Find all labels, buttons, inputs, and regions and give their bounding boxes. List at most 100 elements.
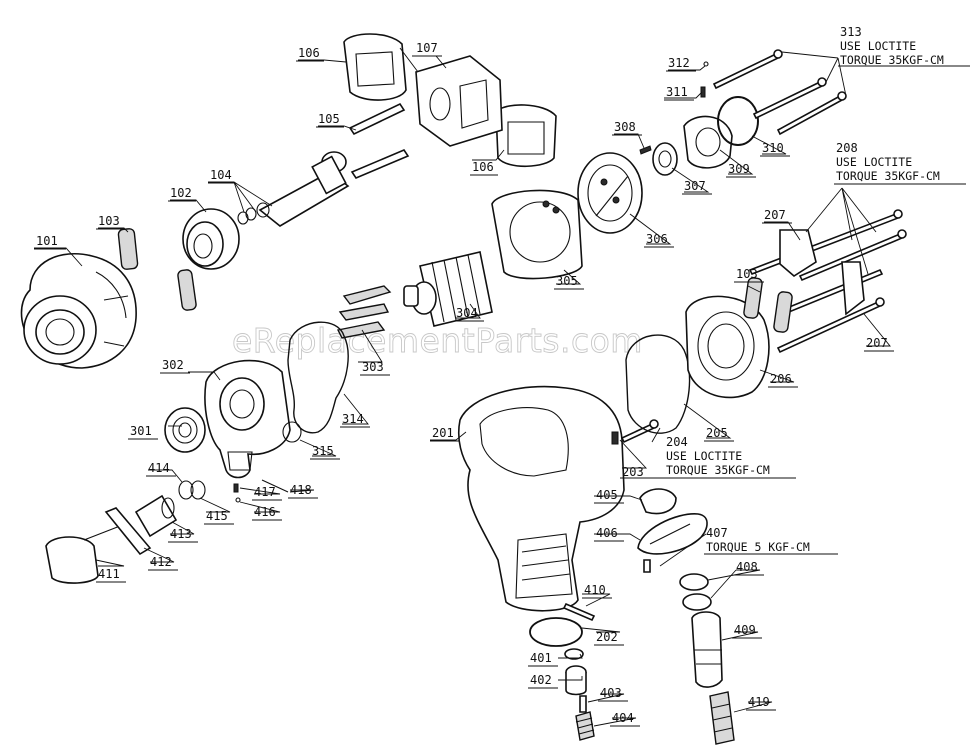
part-310-oring <box>717 96 759 146</box>
part-306-rear-plate <box>577 152 643 234</box>
label-414: 414 <box>148 461 170 475</box>
part-311-pin <box>700 86 706 98</box>
label-105: 105 <box>318 112 340 126</box>
part-301-bearing <box>164 407 206 453</box>
part-307-bearing <box>652 142 678 176</box>
label-304: 304 <box>456 306 478 320</box>
label-101: 101 <box>36 234 58 248</box>
part-402-sleeve <box>565 665 587 696</box>
part-309-end-plate <box>683 115 733 169</box>
part-304-rotor <box>403 251 493 327</box>
part-308-pin <box>639 145 652 155</box>
label-206: 206 <box>770 372 792 386</box>
part-413-valve <box>134 494 178 538</box>
label-410: 410 <box>584 583 606 597</box>
label-302: 302 <box>162 358 184 372</box>
part-416-ball <box>235 497 241 503</box>
part-206-rear-cover <box>685 295 770 399</box>
part-408-orings <box>679 573 712 611</box>
label-201: 201 <box>432 426 454 440</box>
part-312-ball <box>703 61 709 67</box>
label-102: 102 <box>170 186 192 200</box>
label-408: 408 <box>736 560 758 574</box>
part-411-trigger <box>45 525 121 584</box>
note-208: USE LOCTITE TORQUE 35KGF-CM <box>834 155 966 185</box>
part-414-oring <box>178 480 194 500</box>
label-412: 412 <box>150 555 172 569</box>
label-314: 314 <box>342 412 364 426</box>
part-315-oring <box>282 421 302 443</box>
label-415: 415 <box>206 509 228 523</box>
part-313-bolts <box>712 49 847 136</box>
note-204-line-1: USE LOCTITE <box>666 449 742 463</box>
note-204: USE LOCTITE TORQUE 35KGF-CM <box>620 449 796 479</box>
part-415-oring <box>190 480 206 500</box>
label-310: 310 <box>762 141 784 155</box>
part-labels: 101 102 103 103 104 105 106 106 107 201 … <box>36 25 888 725</box>
part-202-oring <box>529 617 583 647</box>
part-409-air-inlet <box>691 611 723 688</box>
part-302-front-plate <box>204 359 291 479</box>
label-305: 305 <box>556 274 578 288</box>
label-403: 403 <box>600 686 622 700</box>
part-105-pins <box>348 102 410 179</box>
label-418: 418 <box>290 483 312 497</box>
part-204-bolt <box>620 419 659 444</box>
label-103-left: 103 <box>98 214 120 228</box>
label-312: 312 <box>668 56 690 70</box>
part-404-spring <box>575 711 595 741</box>
label-315: 315 <box>312 444 334 458</box>
label-411: 411 <box>98 567 120 581</box>
part-305-cylinder <box>491 189 583 280</box>
label-404: 404 <box>612 711 634 725</box>
label-309: 309 <box>728 162 750 176</box>
label-205: 205 <box>706 426 728 440</box>
part-104-anvil-shaft <box>237 151 350 227</box>
label-104: 104 <box>210 168 232 182</box>
label-401: 401 <box>530 651 552 665</box>
note-208-line-2: TORQUE 35KGF-CM <box>836 169 940 183</box>
part-401-bushing <box>564 648 584 660</box>
part-406-exhaust-cover <box>637 513 708 555</box>
label-313: 313 <box>840 25 862 39</box>
label-307: 307 <box>684 179 706 193</box>
part-101-front-cover <box>20 252 137 369</box>
label-203: 203 <box>622 465 644 479</box>
label-106-upper: 106 <box>298 46 320 60</box>
part-405-filter <box>639 488 677 515</box>
label-416: 416 <box>254 505 276 519</box>
label-204: 204 <box>666 435 688 449</box>
label-underlines <box>34 55 894 727</box>
part-417-pin <box>233 483 239 493</box>
label-107: 107 <box>416 41 438 55</box>
label-413: 413 <box>170 527 192 541</box>
label-308: 308 <box>614 120 636 134</box>
label-311: 311 <box>666 85 688 99</box>
label-405: 405 <box>596 488 618 502</box>
part-102-washer <box>182 208 240 270</box>
label-306: 306 <box>646 232 668 246</box>
label-402: 402 <box>530 673 552 687</box>
label-417: 417 <box>254 485 276 499</box>
label-103-right: 103 <box>736 267 758 281</box>
label-301: 301 <box>130 424 152 438</box>
note-313-line-1: USE LOCTITE <box>840 39 916 53</box>
label-407: 407 <box>706 526 728 540</box>
part-407-screw <box>643 559 651 573</box>
part-419-fitting <box>709 691 735 745</box>
part-205-gasket <box>625 334 691 434</box>
label-207-lower: 207 <box>866 336 888 350</box>
label-409: 409 <box>734 623 756 637</box>
part-103-pad-left <box>117 228 197 311</box>
label-303: 303 <box>362 360 384 374</box>
label-406: 406 <box>596 526 618 540</box>
note-313-line-2: TORQUE 35KGF-CM <box>840 53 944 67</box>
part-418-spring <box>261 479 289 493</box>
part-207-rear-bolts <box>748 209 907 354</box>
part-203-pin <box>611 431 619 445</box>
part-412-reverse-lever <box>104 507 152 556</box>
note-204-line-2: TORQUE 35KGF-CM <box>666 463 770 477</box>
note-208-line-1: USE LOCTITE <box>836 155 912 169</box>
label-202: 202 <box>596 630 618 644</box>
